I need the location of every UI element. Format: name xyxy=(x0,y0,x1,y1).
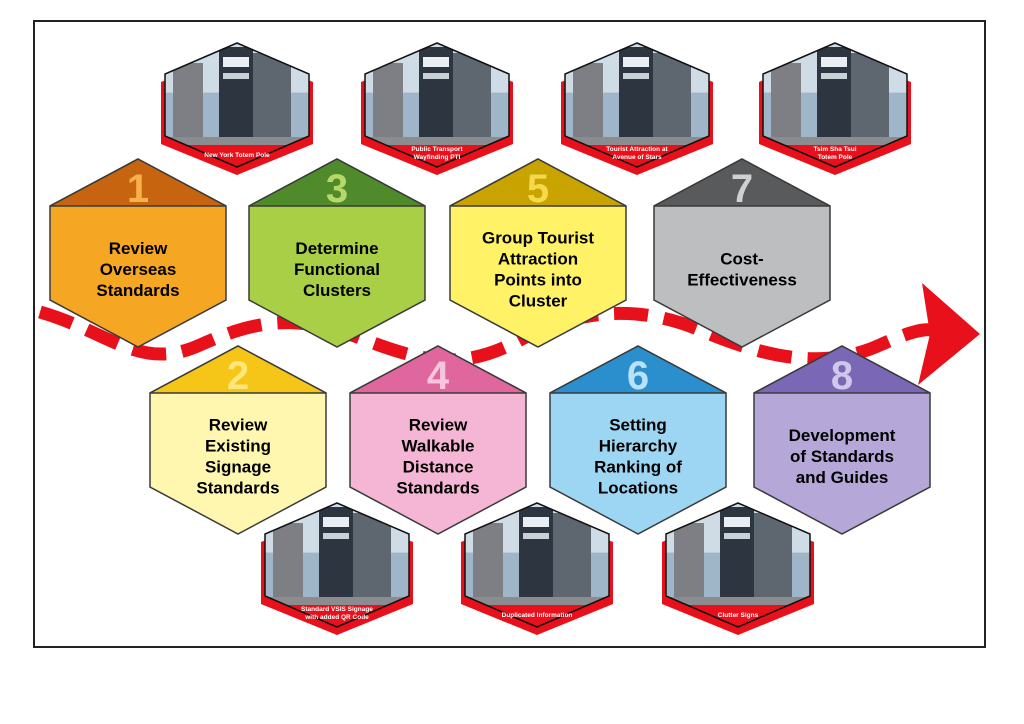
step-title-line: and Guides xyxy=(796,468,889,487)
step-title-line: Attraction xyxy=(498,250,578,269)
step-header-band xyxy=(753,345,931,394)
photo-caption: Standard VSIS Signage xyxy=(301,606,373,613)
step-title-line: Determine xyxy=(295,239,378,258)
photo-caption: Clutter Signs xyxy=(718,612,759,619)
step-title-line: Review xyxy=(409,416,468,435)
duplicated-information-photo: Duplicated Information xyxy=(461,502,613,635)
step-number: 6 xyxy=(627,354,649,398)
step-title-line: Setting xyxy=(609,416,667,435)
step-number: 2 xyxy=(227,354,249,398)
step-title-line: Standards xyxy=(396,479,479,498)
step-header-band xyxy=(349,345,527,394)
step-title-line: Overseas xyxy=(100,260,177,279)
step-header-band xyxy=(149,345,327,394)
step-title-line: Signage xyxy=(205,458,271,477)
step-header-band xyxy=(549,345,727,394)
step-title-line: Ranking of xyxy=(594,458,682,477)
step-title-line: Clusters xyxy=(303,281,371,300)
step-header-band xyxy=(49,158,227,207)
photo-caption: New York Totem Pole xyxy=(204,152,270,159)
step-title-line: Group Tourist xyxy=(482,229,594,248)
photo-caption: Avenue of Stars xyxy=(612,154,662,161)
step-title-line: Walkable xyxy=(401,437,474,456)
step-title-line: Development xyxy=(789,426,896,445)
step-number: 1 xyxy=(127,167,149,211)
photo-caption: Tsim Sha Tsui xyxy=(813,146,856,153)
photo-caption: Wayfinding PTI xyxy=(414,154,461,161)
step-number: 5 xyxy=(527,167,549,211)
photo-caption: with added QR Code xyxy=(304,614,369,621)
step-title-line: Locations xyxy=(598,479,678,498)
step-number: 4 xyxy=(427,354,450,398)
photo-caption: Tourist Attraction at xyxy=(606,146,668,153)
step-title-line: Distance xyxy=(403,458,474,477)
step-header-band xyxy=(248,158,426,207)
photo-caption: Public Transport xyxy=(411,146,463,153)
step-header-band xyxy=(449,158,627,207)
step-title-line: Hierarchy xyxy=(599,437,678,456)
step-number: 8 xyxy=(831,354,853,398)
step-title-line: Existing xyxy=(205,437,271,456)
clutter-signs-photo: Clutter Signs xyxy=(662,502,814,635)
arrow-head-icon xyxy=(918,283,980,385)
step-number: 7 xyxy=(731,167,753,211)
step-title-line: Points into xyxy=(494,271,582,290)
step-title-line: Cluster xyxy=(509,292,568,311)
step-title-line: Functional xyxy=(294,260,380,279)
step-title-line: Effectiveness xyxy=(687,271,797,290)
step-header-band xyxy=(653,158,831,207)
step-title-line: of Standards xyxy=(790,447,894,466)
step-title-line: Cost- xyxy=(720,250,763,269)
step-title-line: Standards xyxy=(96,281,179,300)
dashed-progress-arrow xyxy=(38,305,961,367)
new-york-totem-pole-photo: New York Totem Pole xyxy=(161,42,313,175)
step-number: 3 xyxy=(326,167,348,211)
step-title-line: Review xyxy=(209,416,268,435)
step-title-line: Standards xyxy=(196,479,279,498)
step-title-line: Review xyxy=(109,239,168,258)
photo-caption: Totem Pole xyxy=(818,154,853,161)
photo-caption: Duplicated Information xyxy=(502,612,573,619)
